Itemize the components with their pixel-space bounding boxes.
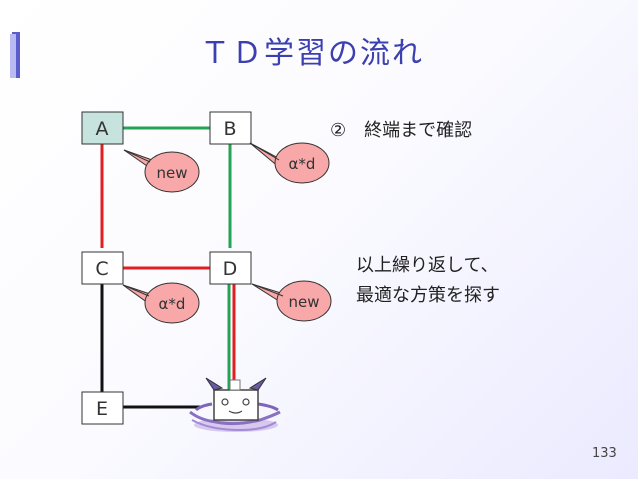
bubble-c-alpha-text: α*d	[159, 295, 186, 313]
node-a: A	[81, 111, 124, 145]
page-number: 133	[592, 446, 617, 461]
node-d-label: D	[223, 258, 238, 280]
node-e: E	[81, 391, 124, 425]
node-b: B	[209, 111, 252, 145]
node-b-label: B	[223, 118, 236, 140]
node-c: C	[81, 251, 124, 285]
loop-note: 以上繰り返して、 最適な方策を探す	[356, 251, 500, 311]
bubble-d-new-text: new	[288, 293, 319, 311]
title-accent-bar	[10, 32, 24, 78]
node-a-label: A	[96, 118, 109, 140]
node-d: D	[209, 251, 252, 285]
bubble-d-new: new	[251, 280, 332, 322]
node-c-label: C	[95, 258, 108, 280]
goal-character-icon	[189, 377, 281, 432]
bubble-a-new-text: new	[156, 164, 187, 182]
loop-note-line-1: 以上繰り返して、	[356, 255, 499, 276]
step-label: ② 終端まで確認	[330, 120, 473, 141]
bubble-c-alpha: α*d	[122, 282, 200, 324]
node-e-label: E	[96, 398, 108, 420]
page-title: ＴＤ学習の流れ	[200, 36, 424, 71]
bubble-b-alpha-text: α*d	[289, 155, 316, 173]
loop-note-line-2: 最適な方策を探す	[356, 285, 500, 306]
bubble-b-alpha: α*d	[249, 142, 330, 184]
bubble-a-new: new	[123, 149, 200, 193]
